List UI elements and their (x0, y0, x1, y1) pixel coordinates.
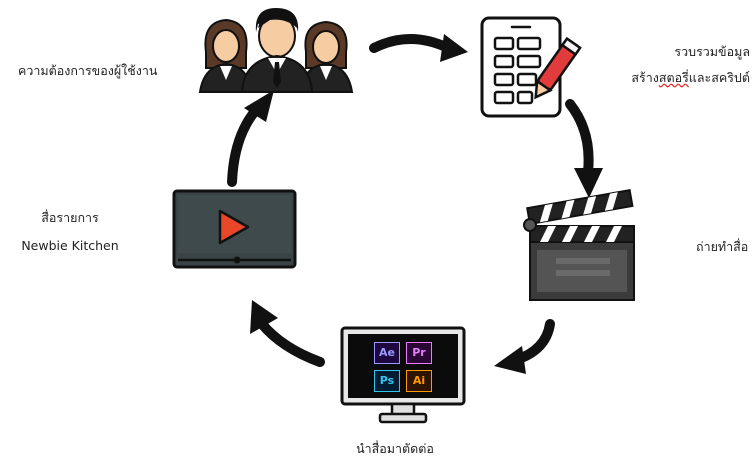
label-requirements: ความต้องการของผู้ใช้งาน (18, 63, 158, 78)
label-publish-line2: Newbie Kitchen (21, 237, 119, 253)
tile-illustrator: Ai (406, 370, 432, 392)
tile-premiere: Pr (406, 342, 432, 364)
label-gather-line2: สร้างสตอรี่และสคริปต์ (590, 70, 750, 86)
label-gather-line2a: สร้าง (631, 69, 659, 85)
arrow-gather-to-shoot (565, 99, 603, 198)
video-player-icon (172, 189, 297, 269)
arrow-publish-to-requirements (227, 90, 274, 187)
people-icon (198, 8, 354, 93)
arrow-shoot-to-edit (494, 319, 555, 374)
label-gather-line1: รวบรวมข้อมูล (674, 44, 750, 59)
software-tiles: Ae Pr Ps Ai (374, 342, 436, 396)
label-edit: นำสื่อมาตัดต่อ (356, 441, 434, 456)
clapperboard-icon (523, 189, 635, 301)
label-publish-line1: สื่อรายการ (41, 210, 99, 225)
label-gather-line2b: สตอรี่ (658, 69, 689, 85)
label-gather-line2c: และสคริปต์ (688, 69, 750, 85)
arrow-requirements-to-gather (369, 34, 468, 62)
label-publish: สื่อรายการ Newbie Kitchen (10, 210, 130, 253)
arrow-edit-to-publish (250, 300, 325, 367)
label-gather: รวบรวมข้อมูล สร้างสตอรี่และสคริปต์ (590, 44, 750, 85)
tile-after-effects: Ae (374, 342, 400, 364)
checklist-tablet-icon (480, 16, 582, 118)
label-shoot: ถ่ายทำสื่อ (696, 239, 749, 254)
tile-photoshop: Ps (374, 370, 400, 392)
